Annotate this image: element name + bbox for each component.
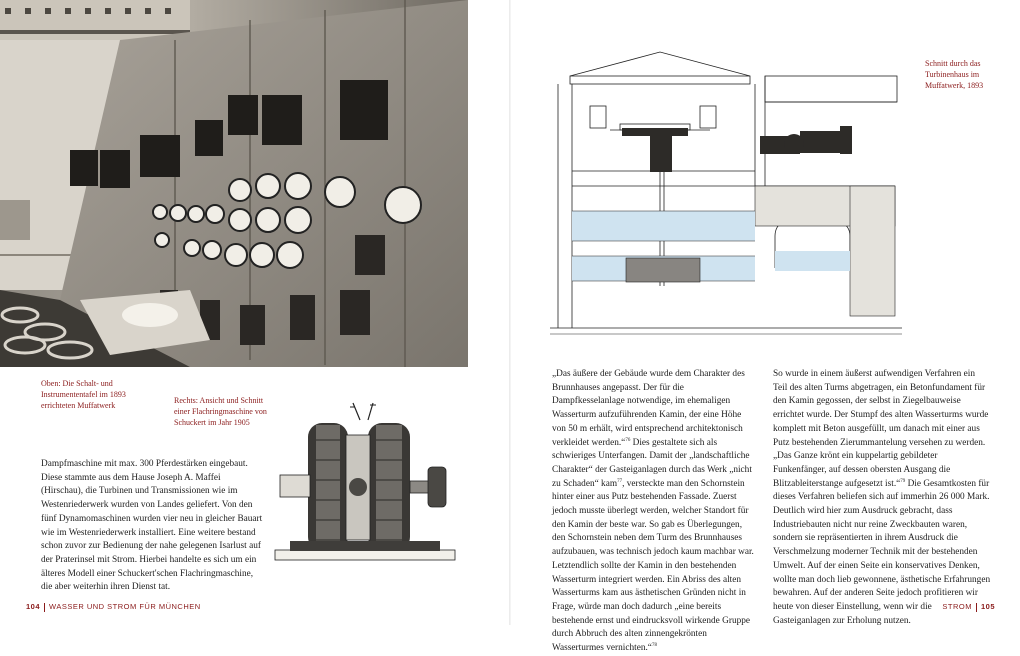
footer-left: 104 WASSER UND STROM FÜR MÜNCHEN — [26, 602, 201, 612]
body-text-segment: So wurde in einem äußerst aufwendigen Ve… — [773, 369, 989, 489]
caption-turbinenhaus: Schnitt durch das Turbinenhaus im Muffat… — [925, 59, 984, 90]
body-text-middle-column: „Das äußere der Gebäude wurde dem Charak… — [552, 368, 756, 656]
caption-switchboard: Oben: Die Schalt- und Instrumententafel … — [41, 379, 126, 410]
body-text-segment: Die Gesamtkosten für dieses Verfahren be… — [773, 478, 991, 626]
turbinenhaus-section-illustration — [550, 51, 902, 335]
page-number-left: 104 — [26, 602, 41, 611]
footer-right: STROM 105 — [942, 602, 995, 612]
footnote-ref-76: 76 — [625, 437, 631, 443]
page-number-right: 105 — [980, 602, 995, 611]
body-text-segment: Dies gestaltete sich als schwieriges Unt… — [552, 437, 752, 489]
flachringmaschine-drawing — [270, 395, 460, 570]
footnote-ref-77: 77 — [617, 478, 623, 484]
flachringmaschine-illustration — [274, 402, 456, 561]
body-text-left-column: Dampfmaschine mit max. 300 Pferdestärken… — [41, 459, 263, 593]
page-gutter — [509, 0, 511, 625]
switchboard-photo — [0, 0, 468, 367]
body-text-right-column: So wurde in einem äußerst aufwendigen Ve… — [773, 368, 991, 628]
caption-flachringmaschine: Rechts: Ansicht und Schnitt einer Flachr… — [174, 396, 267, 427]
running-title-right: STROM — [942, 602, 972, 611]
footer-separator — [975, 602, 977, 612]
turbinenhaus-section-drawing — [550, 46, 902, 338]
running-title-left: WASSER UND STROM FÜR MÜNCHEN — [49, 602, 201, 611]
footnote-ref-78: 78 — [651, 642, 657, 648]
body-text-segment: , versteckte man den Schornstein hinter … — [552, 478, 754, 654]
body-text-segment: „Das äußere der Gebäude wurde dem Charak… — [552, 369, 745, 448]
footer-separator — [44, 602, 46, 612]
switchboard-photo-image — [0, 0, 468, 367]
footnote-ref-79: 79 — [900, 478, 906, 484]
